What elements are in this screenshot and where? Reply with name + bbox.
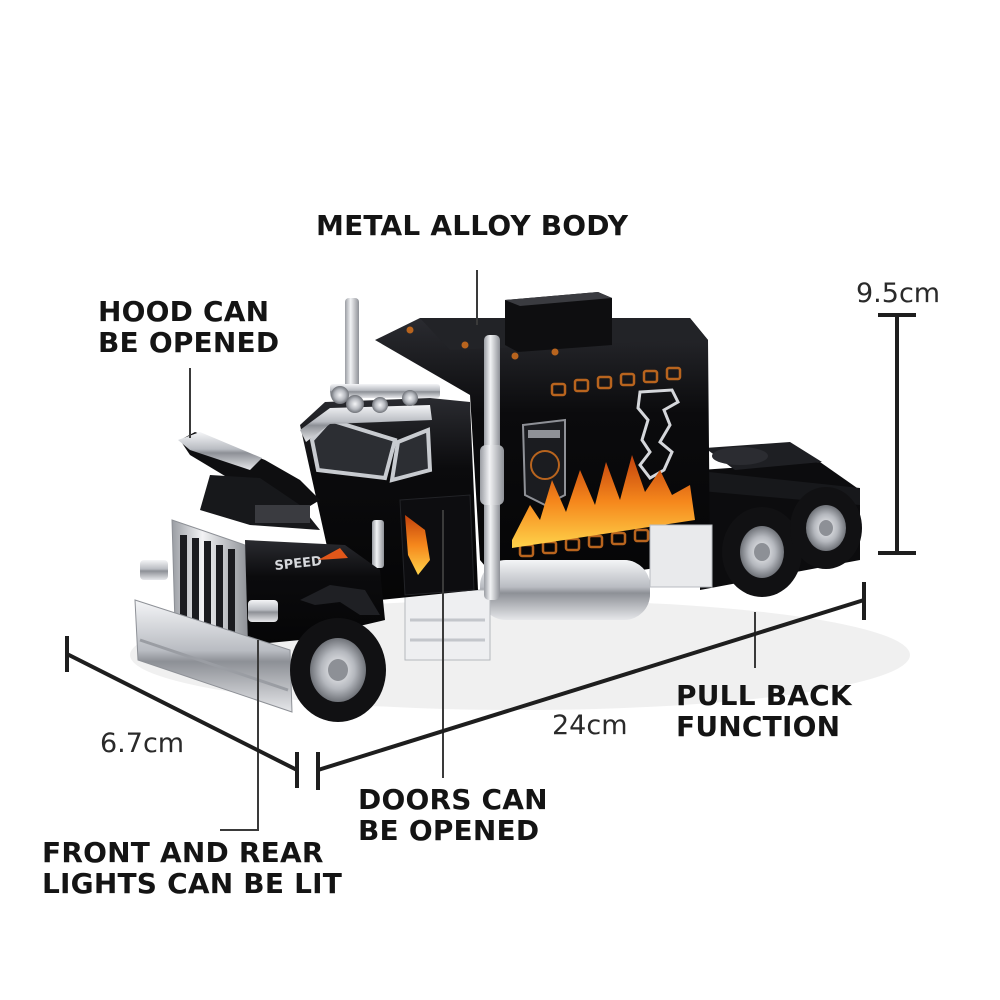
- length-dimension-line: [316, 582, 866, 790]
- metal-alloy-body-text: METAL ALLOY BODY: [316, 209, 629, 242]
- height-dimension-line: [878, 313, 916, 555]
- metal-alloy-body-label: METAL ALLOY BODY: [316, 210, 628, 241]
- front-wheel: [290, 618, 386, 722]
- pull-back-label-line2: FUNCTION: [676, 710, 841, 743]
- width-dimension-line: [65, 636, 299, 788]
- height-dimension-label: 9.5cm: [856, 278, 941, 309]
- width-dimension-label: 6.7cm: [100, 728, 185, 759]
- fuel-tanks: [404, 524, 713, 661]
- pull-back-label-line1: PULL BACK: [676, 679, 852, 712]
- rear-wheel-2: [790, 487, 862, 569]
- front-grille: SPEED: [134, 519, 385, 713]
- doors-label-line2: BE OPENED: [358, 814, 540, 847]
- exhaust-stacks: [345, 298, 504, 600]
- lights-leader: [220, 640, 259, 831]
- lights-label-line2: LIGHTS CAN BE LIT: [42, 867, 343, 900]
- length-dimension-label: 24cm: [552, 710, 628, 741]
- hood-label: HOOD CAN BE OPENED: [98, 296, 279, 358]
- lights-label: FRONT AND REAR LIGHTS CAN BE LIT: [42, 837, 342, 899]
- lights-label-line1: FRONT AND REAR: [42, 836, 324, 869]
- hood-label-line2: BE OPENED: [98, 326, 280, 359]
- doors-label-line1: DOORS CAN: [358, 783, 548, 816]
- hood-label-line1: HOOD CAN: [98, 295, 270, 328]
- speed-decal: SPEED: [274, 554, 323, 574]
- doors-label: DOORS CAN BE OPENED: [358, 784, 548, 846]
- hood-open: [178, 432, 320, 530]
- rear-wheel-1: [722, 507, 802, 597]
- pull-back-label: PULL BACK FUNCTION: [676, 680, 852, 742]
